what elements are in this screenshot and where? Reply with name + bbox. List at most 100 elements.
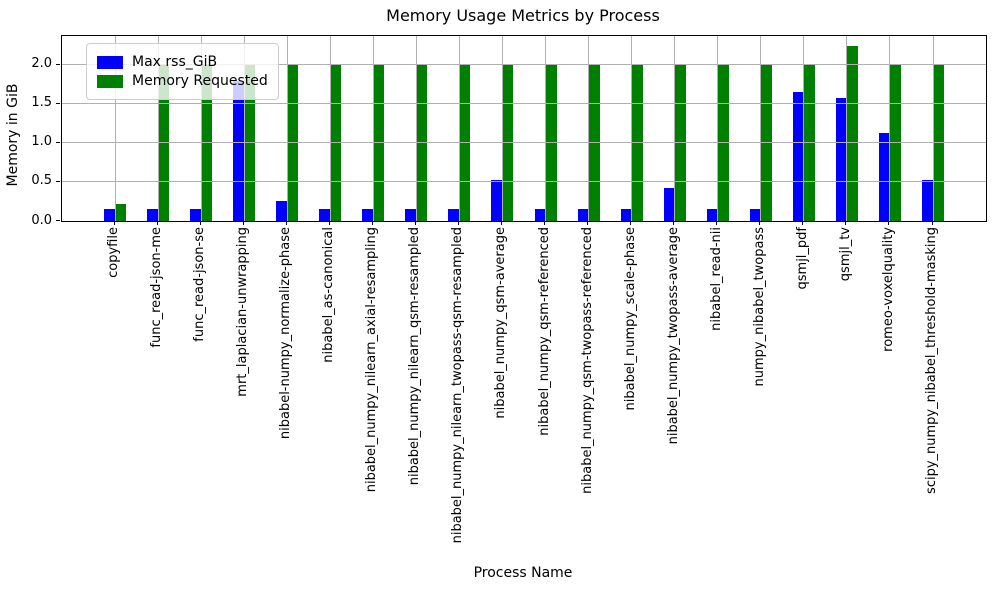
x-gridline [588, 36, 590, 221]
x-tick-label: nibabel_numpy_nilearn_axial-resampling [364, 227, 380, 493]
x-gridline [760, 36, 762, 221]
x-gridline [329, 36, 331, 221]
y-gridline [62, 64, 986, 66]
x-gridline [932, 36, 934, 221]
x-gridline [717, 36, 719, 221]
bar-max-rss [792, 92, 804, 221]
x-tick-mark [587, 221, 589, 225]
bar-max-rss [491, 180, 503, 221]
x-gridline [545, 36, 547, 221]
plot-area: Max rss_GiB Memory Requested [61, 35, 987, 222]
bar-max-rss [922, 180, 933, 221]
x-tick-mark [156, 221, 158, 225]
x-tick-mark [673, 221, 675, 225]
x-gridline [631, 36, 633, 221]
x-tick-label: nibabel-numpy_normalize-phase [278, 227, 294, 440]
bar-max-rss [362, 209, 374, 221]
x-tick-mark [759, 221, 761, 225]
bar-max-rss [577, 208, 589, 221]
x-tick-label: qsmjl_tv [837, 227, 853, 282]
x-gridline [372, 36, 374, 221]
bar-max-rss [749, 208, 761, 221]
x-gridline [243, 36, 245, 221]
legend-row-max-rss: Max rss_GiB [97, 54, 268, 70]
bar-max-rss [448, 209, 460, 221]
x-tick-label: qsmjl_pdf [794, 227, 810, 290]
bar-memory-requested [846, 46, 858, 221]
x-gridline [501, 36, 503, 221]
legend-swatch-memory-requested [97, 74, 123, 88]
x-gridline [674, 36, 676, 221]
y-tick-label: 0.0 [31, 212, 52, 228]
x-tick-label: numpy_nibabel_twopass [751, 227, 767, 387]
bar-max-rss [190, 209, 202, 221]
y-gridline [62, 181, 986, 183]
x-tick-label: nibabel_read-nii [708, 227, 724, 331]
x-tick-mark [242, 221, 244, 225]
bar-max-rss [835, 98, 847, 221]
x-gridline [286, 36, 288, 221]
x-tick-label: nibabel_numpy_twopass-average [665, 227, 681, 445]
x-gridline [200, 36, 202, 221]
bar-max-rss [104, 208, 115, 221]
y-gridline [62, 142, 986, 144]
x-tick-label: nibabel_numpy_qsm-average [493, 227, 509, 419]
y-gridline [62, 103, 986, 105]
x-tick-mark [845, 221, 847, 225]
y-tick-label: 2.0 [31, 56, 52, 72]
x-tick-label: nibabel_numpy_nilearn_qsm-resampled [407, 227, 423, 486]
x-tick-mark [716, 221, 718, 225]
x-tick-label: func_read-json-se [192, 227, 208, 342]
x-tick-mark [544, 221, 546, 225]
x-tick-label: nibabel_numpy_nilearn_twopass-qsm-resamp… [450, 227, 466, 544]
legend-label-memory-requested: Memory Requested [132, 73, 268, 89]
x-tick-label: func_read-json-me [149, 227, 165, 348]
y-tick-mark [56, 180, 60, 182]
x-tick-label: scipy_numpy_nibabel_threshold-masking [924, 227, 939, 494]
bar-max-rss [319, 209, 331, 221]
x-tick-mark [414, 221, 416, 225]
bar-max-rss [233, 81, 245, 221]
bar-max-rss [276, 200, 288, 221]
x-tick-mark [802, 221, 804, 225]
y-tick-mark [56, 63, 60, 65]
x-tick-mark [328, 221, 330, 225]
x-axis-title: Process Name [473, 565, 573, 581]
x-tick-mark [285, 221, 287, 225]
y-tick-mark [56, 220, 60, 221]
x-tick-mark [113, 221, 115, 225]
y-tick-label: 0.5 [31, 173, 52, 189]
x-tick-label: nibabel_numpy_qsm-twopass-referenced [579, 227, 595, 494]
bar-max-rss [405, 208, 417, 221]
x-tick-label: nibabel_as-canonical [321, 227, 337, 363]
y-tick-label: 1.0 [31, 134, 52, 150]
bar-max-rss [147, 209, 159, 221]
bar-max-rss [878, 132, 890, 221]
legend-row-memory-requested: Memory Requested [97, 73, 268, 89]
y-tick-mark [56, 141, 60, 143]
x-gridline [157, 36, 159, 221]
x-tick-label: copyfile [106, 227, 121, 278]
chart-title: Memory Usage Metrics by Process [386, 6, 660, 25]
x-tick-label: romeo-voxelquality [880, 227, 896, 352]
bar-max-rss [706, 209, 718, 221]
x-tick-mark [199, 221, 201, 225]
x-gridline [846, 36, 848, 221]
x-tick-label: mrt_laplacian-unwrapping [235, 227, 251, 397]
x-tick-label: nibabel_numpy_qsm-referenced [536, 227, 552, 436]
y-tick-mark [56, 102, 60, 104]
x-tick-mark [500, 221, 502, 225]
x-gridline [415, 36, 417, 221]
y-tick-label: 1.5 [31, 95, 52, 111]
legend-swatch-max-rss [97, 55, 123, 69]
x-gridline [889, 36, 891, 221]
x-tick-mark [457, 221, 459, 225]
x-tick-mark [888, 221, 890, 225]
bar-max-rss [620, 209, 632, 221]
x-tick-mark [630, 221, 632, 225]
x-gridline [803, 36, 805, 221]
x-tick-label: nibabel_numpy_scale-phase [622, 227, 638, 411]
x-gridline [114, 36, 116, 221]
bar-max-rss [663, 188, 675, 221]
